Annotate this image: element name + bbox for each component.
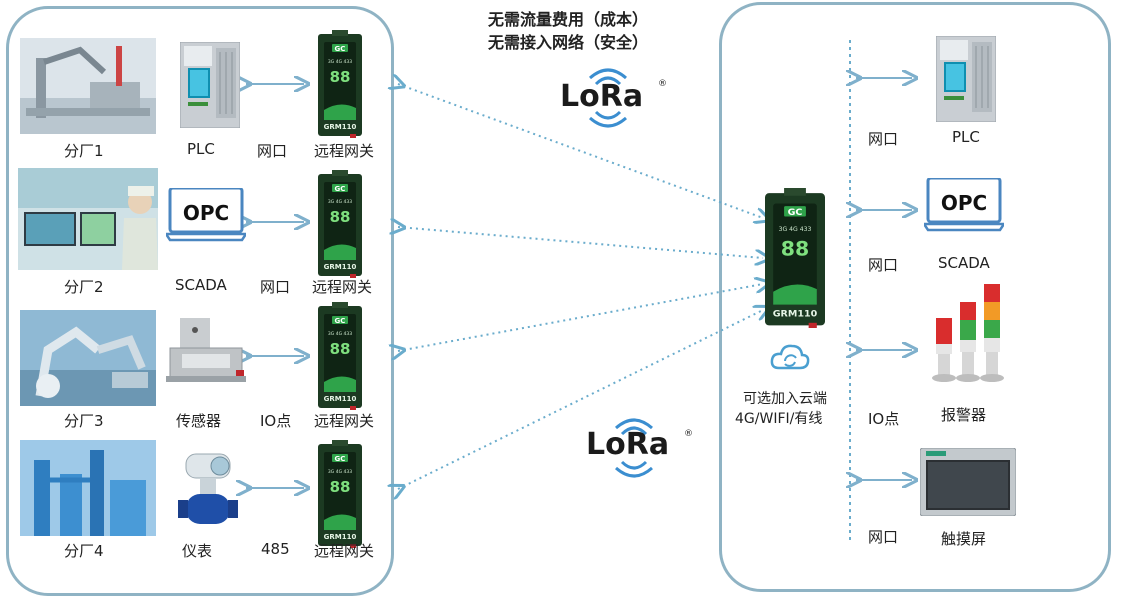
slogan-line-cost: 无需流量费用（成本） — [488, 10, 649, 29]
branch-1-gateway-label: 远程网关 — [314, 142, 375, 160]
right-2-interface-label: 网口 — [868, 256, 899, 274]
right-2-device-label: SCADA — [938, 254, 990, 272]
opc-text: OPC — [941, 191, 987, 215]
cloud-icon — [770, 344, 810, 370]
right-1-device-label: PLC — [952, 128, 980, 146]
right-3-interface-label: IO点 — [868, 410, 900, 428]
branch-1-device-label: PLC — [187, 140, 215, 158]
slogan: 无需流量费用（成本） 无需接入网络（安全） — [488, 8, 648, 54]
alarm-light-device — [932, 284, 1004, 382]
central-gateway — [765, 188, 825, 328]
right-4-interface-label: 网口 — [868, 528, 899, 546]
factory-4-photo — [20, 440, 156, 536]
right-3-device-label: 报警器 — [941, 406, 987, 424]
factory-1-photo — [20, 38, 156, 134]
opc-text: OPC — [183, 201, 229, 225]
factory-3-label: 分厂3 — [64, 412, 104, 430]
remote-gateway-2 — [318, 170, 362, 278]
laptop-opc-central: OPC — [924, 178, 1004, 232]
branch-1-interface-label: 网口 — [257, 142, 288, 160]
right-4-device-label: 触摸屏 — [941, 530, 987, 548]
laptop-opc-branch-2: OPC — [166, 188, 246, 242]
branch-3-interface-label: IO点 — [260, 412, 292, 430]
plc-device-central — [936, 36, 996, 122]
branch-2-interface-label: 网口 — [260, 278, 291, 296]
remote-gateway-1 — [318, 30, 362, 138]
slogan-line-security: 无需接入网络（安全） — [488, 33, 649, 52]
link-branch-1 — [398, 84, 763, 218]
branch-3-gateway-label: 远程网关 — [314, 412, 375, 430]
branch-4-gateway-label: 远程网关 — [314, 542, 375, 560]
factory-2-label: 分厂2 — [64, 278, 104, 296]
cloud-connection-types: 4G/WIFI/有线 — [735, 411, 823, 427]
branch-3-device-label: 传感器 — [176, 412, 222, 430]
cloud-option-label: 可选加入云端 — [743, 391, 827, 407]
remote-gateway-4 — [318, 440, 362, 548]
link-branch-3 — [398, 284, 763, 351]
meter-device-branch-4 — [178, 453, 238, 524]
factory-4-label: 分厂4 — [64, 542, 104, 560]
sensor-device-branch-3 — [166, 318, 246, 382]
link-branch-4 — [398, 310, 763, 489]
factory-3-photo — [20, 310, 156, 406]
link-branch-2 — [398, 227, 763, 258]
factory-1-label: 分厂1 — [64, 142, 104, 160]
branch-2-gateway-label: 远程网关 — [312, 278, 373, 296]
remote-gateway-3 — [318, 302, 362, 410]
right-1-interface-label: 网口 — [868, 130, 899, 148]
touchscreen-hmi-device — [920, 448, 1016, 516]
branch-2-device-label: SCADA — [175, 276, 227, 294]
branch-4-device-label: 仪表 — [182, 542, 213, 560]
factory-2-photo — [18, 168, 158, 270]
branch-4-interface-label: 485 — [261, 540, 290, 558]
plc-device-branch-1 — [180, 42, 240, 128]
